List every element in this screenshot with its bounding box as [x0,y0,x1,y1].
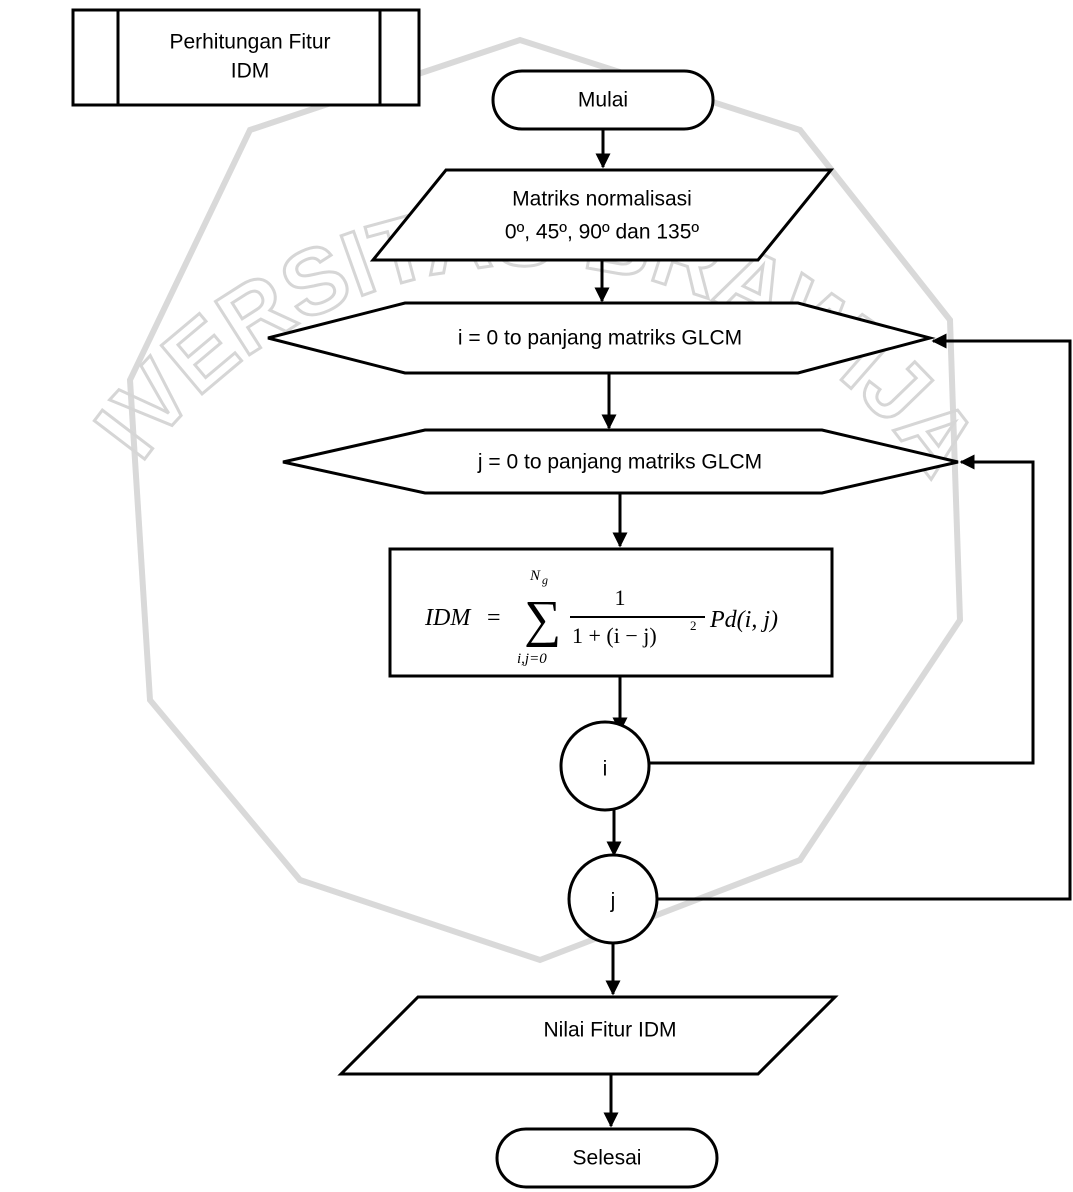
output-label: Nilai Fitur IDM [543,1019,676,1042]
input-label-line1: Matriks normalisasi [512,188,692,211]
input-data-shape [369,168,835,262]
output-data-shape [337,995,839,1076]
formula-upper-sub: g [542,573,548,587]
loop-i-shape [267,301,936,375]
connector-j-label: j [610,890,616,913]
start-terminal: Mulai [491,69,715,131]
end-terminal: Selesai [495,1127,719,1189]
formula-denominator: 1 + (i − j) [572,623,657,648]
input-data: Matriks normalisasi 0º, 45º, 90º dan 135… [369,168,835,262]
start-label: Mulai [578,89,628,112]
end-terminal-shape [495,1127,719,1189]
input-label-line2: 0º, 45º, 90º dan 135º [505,221,699,244]
watermark-outline [126,36,964,964]
formula-numerator: 1 [615,585,626,610]
formula-lhs: IDM [424,605,472,631]
process-header: Perhitungan Fitur IDM [71,8,421,107]
output-data: Nilai Fitur IDM [337,995,839,1076]
loop-j-label: j = 0 to panjang matriks GLCM [477,451,762,474]
process-header-line1: Perhitungan Fitur [169,31,330,54]
loop-i: i = 0 to panjang matriks GLCM [267,301,936,375]
loop-j: j = 0 to panjang matriks GLCM [282,428,959,495]
formula-denominator-exp: 2 [690,618,697,633]
end-label: Selesai [573,1147,642,1170]
formula-lower-limit: i,j=0 [517,651,547,667]
loop-i-label: i = 0 to panjang matriks GLCM [458,327,742,350]
connector-i-label: i [603,758,608,781]
formula-equals: = [487,605,501,631]
formula-upper-limit: N [529,568,541,584]
process-box [388,547,834,678]
connector-j: j [567,853,659,945]
loop-back-j-to-loop-i [657,333,1072,901]
formula-term: Pd(i, j) [709,607,778,633]
loop-back-i-to-loop-j [649,454,1035,765]
loop-j-shape [282,428,959,495]
process-header-box [71,8,421,107]
process-header-line2: IDM [231,60,270,83]
formula-sigma: ∑ [524,591,561,648]
connector-i-circle [559,720,651,812]
process-formula: IDM = N g ∑ i,j=0 1 1 + (i − j) 2 Pd(i, … [388,547,834,678]
connector-i: i [559,720,651,812]
